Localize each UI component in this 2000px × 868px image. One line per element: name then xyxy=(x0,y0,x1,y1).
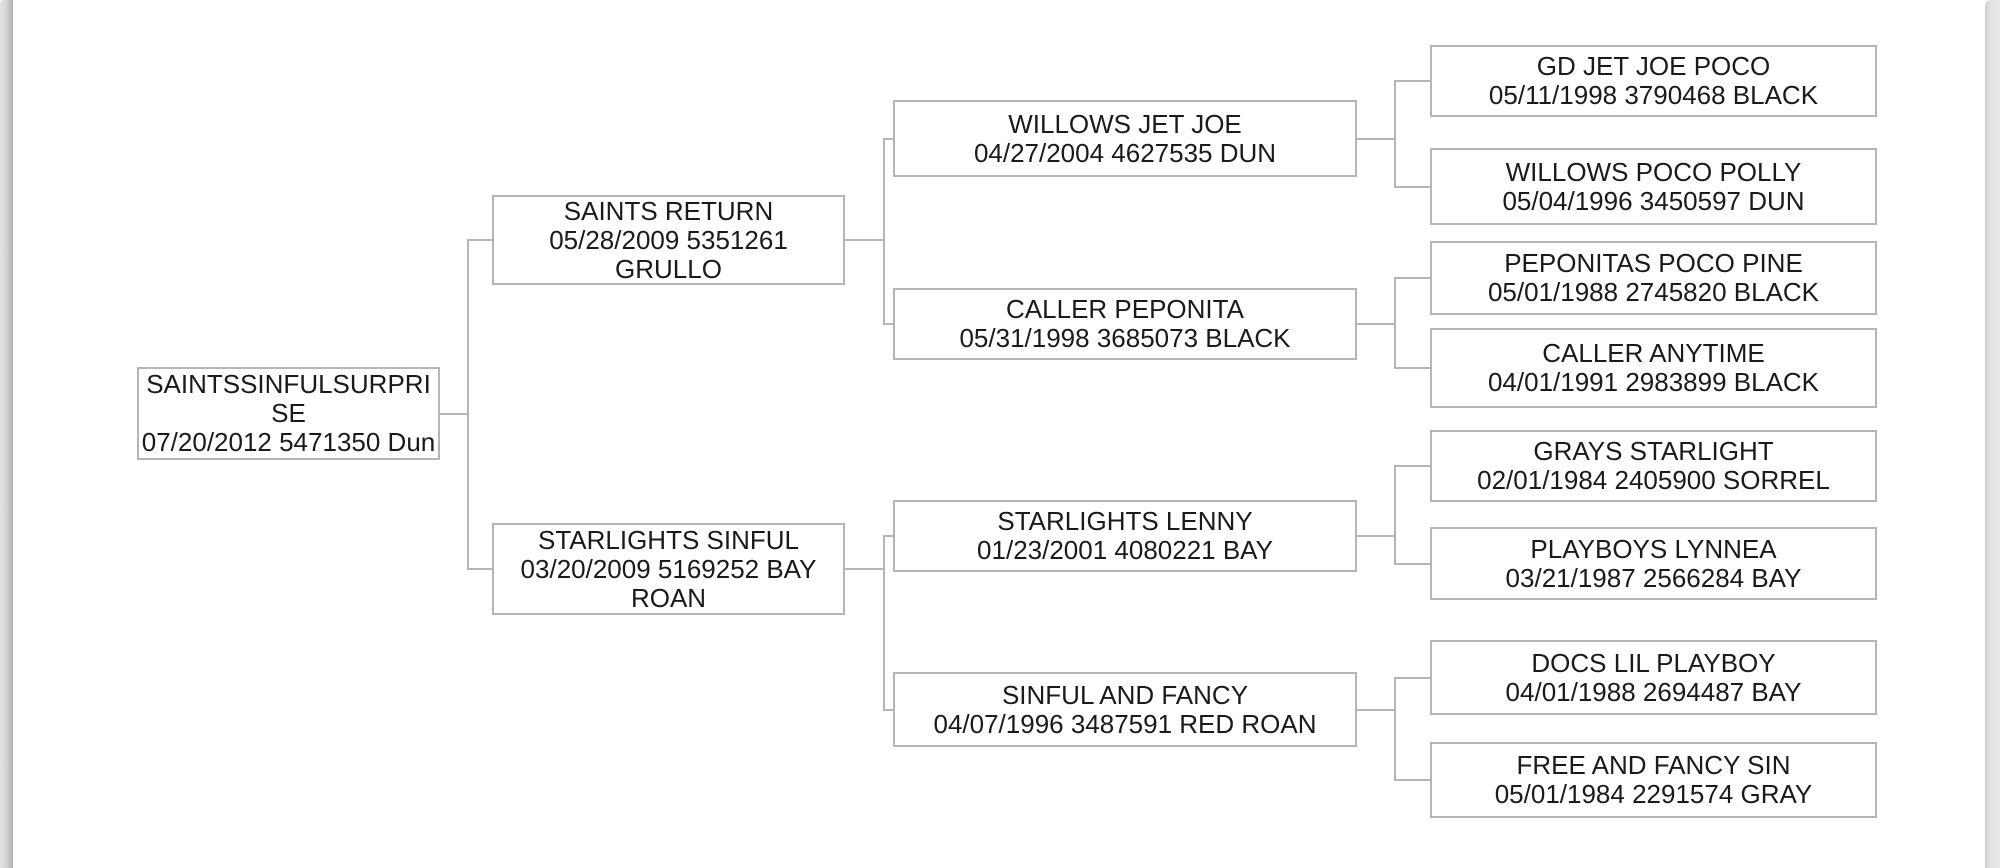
horse-name: WILLOWS JET JOE xyxy=(1008,108,1242,139)
connector-line xyxy=(467,239,469,570)
connector-line xyxy=(1396,80,1430,82)
horse-name: CALLER PEPONITA xyxy=(1006,294,1244,324)
connector-line xyxy=(885,709,893,711)
horse-details: 04/07/1996 3487591 RED ROAN xyxy=(933,708,1317,739)
horse-details: 02/01/1984 2405900 SORREL xyxy=(1477,465,1830,495)
horse-name: GD JET JOE POCO xyxy=(1536,51,1771,81)
connector-line xyxy=(1394,677,1396,781)
connector-line xyxy=(1394,465,1396,565)
horse-name: SINFUL AND FANCY xyxy=(1001,679,1249,710)
horse-name: STARLIGHTS LENNY xyxy=(997,506,1253,536)
horse-details: 05/28/2009 5351261 GRULLO xyxy=(549,224,788,284)
connector-line xyxy=(845,568,883,570)
horse-details: 05/01/1988 2745820 BLACK xyxy=(1487,277,1820,307)
horse-name: STARLIGHTS SINFUL xyxy=(537,524,799,555)
connector-line xyxy=(885,323,893,325)
horse-details: 05/01/1984 2291574 GRAY xyxy=(1494,779,1813,809)
horse-details: 05/31/1998 3685073 BLACK xyxy=(959,323,1291,353)
horse-name: PLAYBOYS LYNNEA xyxy=(1530,533,1777,564)
connector-line xyxy=(845,239,883,241)
horse-name: CALLER ANYTIME xyxy=(1542,338,1765,368)
connector-line xyxy=(885,138,893,140)
horse-name: WILLOWS POCO POLLY xyxy=(1505,156,1802,187)
connector-line xyxy=(1394,277,1396,369)
connector-line xyxy=(1357,709,1394,711)
connector-line xyxy=(1396,367,1430,369)
horse-name: PEPONITAS POCO PINE xyxy=(1504,248,1803,278)
connector-line xyxy=(885,535,893,537)
horse-name: SAINTSSINFULSURPRISE xyxy=(146,369,431,428)
horse-details: 03/21/1987 2566284 BAY xyxy=(1505,562,1802,593)
horse-name: SAINTS RETURN xyxy=(563,195,774,226)
connector-line xyxy=(1357,323,1394,325)
horse-details: 04/01/1988 2694487 BAY xyxy=(1505,676,1802,707)
connector-line xyxy=(1396,563,1430,565)
connector-line xyxy=(1394,80,1396,188)
horse-details: 04/01/1991 2983899 BLACK xyxy=(1487,367,1820,397)
connector-line xyxy=(469,239,492,241)
connector-line xyxy=(1396,277,1430,279)
horse-name: FREE AND FANCY SIN xyxy=(1516,750,1791,780)
connector-line xyxy=(1396,186,1430,188)
connector-line xyxy=(469,568,492,570)
horse-name: DOCS LIL PLAYBOY xyxy=(1531,647,1776,678)
horse-details: 03/20/2009 5169252 BAY ROAN xyxy=(520,553,817,613)
connector-line xyxy=(1396,677,1430,679)
connector-line xyxy=(883,535,885,711)
horse-details: 05/04/1996 3450597 DUN xyxy=(1502,185,1805,216)
horse-details: 05/11/1998 3790468 BLACK xyxy=(1488,80,1819,110)
horse-details: 04/27/2004 4627535 DUN xyxy=(973,137,1277,168)
page-edge-left xyxy=(0,0,13,868)
connector-line xyxy=(1396,465,1430,467)
horse-name: GRAYS STARLIGHT xyxy=(1533,436,1774,466)
page-edge-right xyxy=(1985,0,2000,868)
connector-line xyxy=(1357,138,1394,140)
connector-line xyxy=(1357,535,1394,537)
horse-details: 01/23/2001 4080221 BAY xyxy=(977,535,1273,565)
horse-details: 07/20/2012 5471350 Dun xyxy=(141,427,436,457)
connector-line xyxy=(440,413,467,415)
connector-line xyxy=(1396,779,1430,781)
connector-line xyxy=(883,138,885,325)
